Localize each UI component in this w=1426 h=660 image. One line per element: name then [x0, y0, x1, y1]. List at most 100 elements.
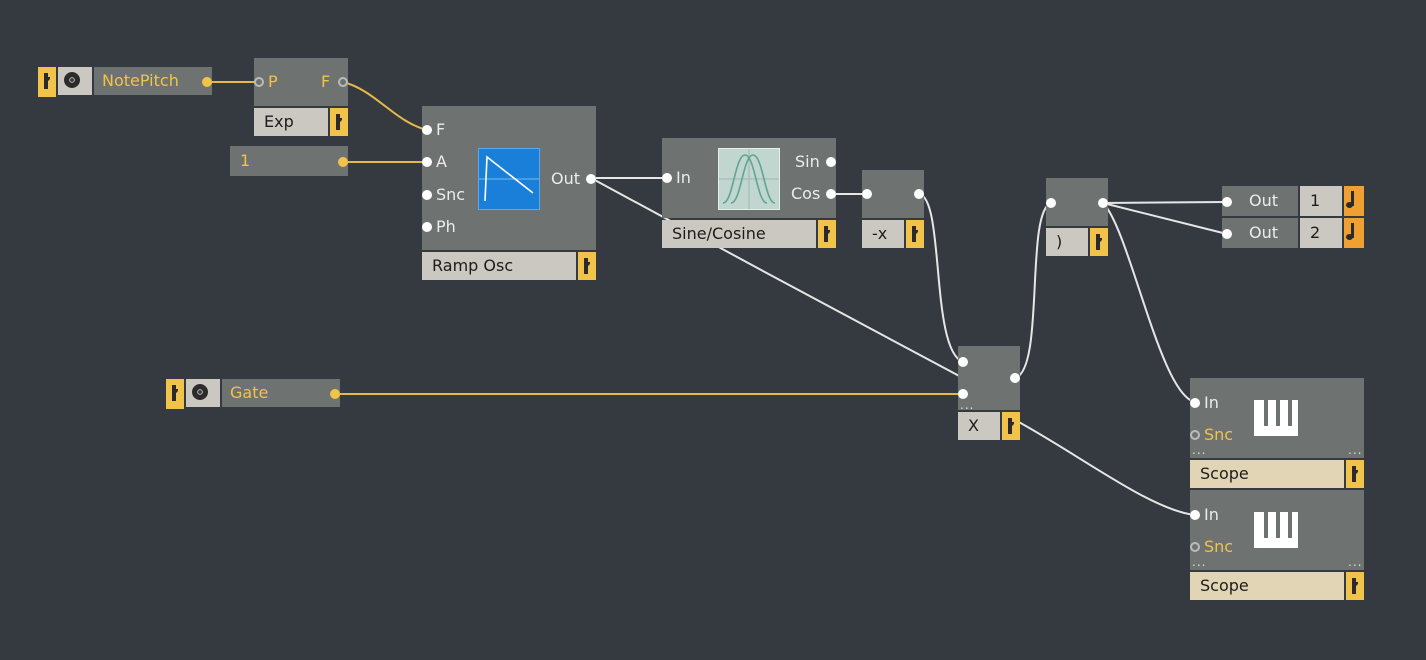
constant-out-port[interactable]	[338, 157, 348, 167]
wire-merge-out1	[1102, 201, 1228, 204]
out1-channel: 1	[1300, 186, 1342, 216]
scope1-more-indicator: ...	[1192, 443, 1207, 457]
multiply-body	[958, 346, 1020, 410]
ramp-osc-menu-button[interactable]	[578, 252, 596, 280]
sine-in-port[interactable]	[662, 173, 672, 183]
multiply-module[interactable]: ... X	[958, 346, 1020, 440]
scope1-name: Scope	[1190, 460, 1344, 488]
scope1-in-label: In	[1204, 393, 1219, 412]
negate-module[interactable]: -x	[862, 170, 924, 248]
ramp-f-label: F	[436, 120, 446, 139]
notepitch-label: NotePitch	[102, 71, 179, 90]
out1-in-port[interactable]	[1222, 197, 1232, 207]
ramp-snc-label: Snc	[436, 185, 466, 204]
constant-value: 1	[240, 151, 251, 170]
exp-f-port[interactable]	[338, 77, 348, 87]
multiply-menu-button[interactable]	[1002, 412, 1020, 440]
wire-merge-scope1	[1102, 202, 1196, 403]
notepitch-label-box: NotePitch	[94, 67, 212, 95]
scope2-menu-button[interactable]	[1346, 572, 1364, 600]
scope2-more-indicator-right: ...	[1348, 555, 1363, 569]
out2-label: Out	[1249, 223, 1279, 242]
scope1-icon	[1254, 400, 1298, 436]
audio-out-2[interactable]: Out 2	[1222, 218, 1364, 248]
exp-body	[254, 58, 348, 106]
constant-body: 1	[230, 146, 348, 176]
negate-menu-button[interactable]	[906, 220, 924, 248]
exp-p-port[interactable]	[254, 77, 264, 87]
sine-sin-port[interactable]	[826, 157, 836, 167]
exp-p-label: P	[268, 72, 278, 91]
ramp-osc-name: Ramp Osc	[422, 252, 576, 280]
sine-wave-icon	[718, 148, 780, 210]
multiply-name: X	[958, 412, 1000, 440]
scope1-body	[1190, 378, 1364, 458]
ramp-osc-module[interactable]: F A Snc Ph Out Ramp Osc	[422, 106, 596, 280]
scope2-snc-port[interactable]	[1190, 542, 1200, 552]
out2-in-port[interactable]	[1222, 229, 1232, 239]
sine-cosine-name: Sine/Cosine	[662, 220, 816, 248]
ramp-ph-port[interactable]	[422, 222, 432, 232]
midi-icon	[58, 67, 92, 95]
sine-in-label: In	[676, 168, 691, 187]
out2-note-icon[interactable]	[1344, 218, 1364, 248]
scope2-in-label: In	[1204, 505, 1219, 524]
notepitch-out-port[interactable]	[202, 77, 212, 87]
negate-body	[862, 170, 924, 218]
merge-menu-button[interactable]	[1090, 228, 1108, 256]
scope-module-2[interactable]: In Snc ... ... Scope	[1190, 490, 1364, 600]
out2-channel: 2	[1300, 218, 1342, 248]
ramp-out-label: Out	[551, 169, 581, 188]
multiply-out-port[interactable]	[1010, 373, 1020, 383]
sine-cosine-module[interactable]: In Sin Cos Sine/Cosine	[662, 138, 836, 248]
midi-in-gate[interactable]: Gate	[166, 379, 340, 409]
wire-exp-ramp-f	[342, 81, 428, 131]
merge-out-port[interactable]	[1098, 198, 1108, 208]
ramp-snc-port[interactable]	[422, 190, 432, 200]
multiply-in2-port[interactable]	[958, 389, 968, 399]
ramp-a-port[interactable]	[422, 157, 432, 167]
multiply-more-indicator: ...	[960, 398, 975, 412]
merge-body	[1046, 178, 1108, 226]
wire-merge-out2	[1102, 202, 1228, 235]
exp-name: Exp	[254, 108, 328, 136]
negate-name: -x	[862, 220, 904, 248]
constant-module[interactable]: 1	[230, 146, 348, 176]
ramp-wave-icon	[478, 148, 540, 210]
gate-midi-icon	[186, 379, 220, 407]
merge-module[interactable]: )	[1046, 178, 1108, 256]
negate-in-port[interactable]	[862, 189, 872, 199]
module-menu-button[interactable]	[38, 67, 56, 97]
scope1-snc-port[interactable]	[1190, 430, 1200, 440]
ramp-a-label: A	[436, 152, 447, 171]
gate-out-port[interactable]	[330, 389, 340, 399]
out1-note-icon[interactable]	[1344, 186, 1364, 216]
scope1-in-port[interactable]	[1190, 398, 1200, 408]
sine-sin-label: Sin	[795, 152, 820, 171]
exp-menu-button[interactable]	[330, 108, 348, 136]
negate-out-port[interactable]	[914, 189, 924, 199]
out1-body: Out	[1222, 186, 1298, 216]
sine-cos-port[interactable]	[826, 189, 836, 199]
midi-in-notepitch[interactable]: NotePitch	[38, 67, 212, 97]
scope2-more-indicator: ...	[1192, 555, 1207, 569]
merge-name: )	[1046, 228, 1088, 256]
scope1-menu-button[interactable]	[1346, 460, 1364, 488]
scope-module-1[interactable]: In Snc ... ... Scope	[1190, 378, 1364, 488]
scope2-icon	[1254, 512, 1298, 548]
ramp-ph-label: Ph	[436, 217, 456, 236]
gate-menu-button[interactable]	[166, 379, 184, 409]
ramp-f-port[interactable]	[422, 125, 432, 135]
sine-cos-label: Cos	[791, 184, 821, 203]
sine-cosine-menu-button[interactable]	[818, 220, 836, 248]
audio-out-1[interactable]: Out 1	[1222, 186, 1364, 216]
exp-f-label: F	[321, 72, 331, 91]
scope2-body	[1190, 490, 1364, 570]
scope1-more-indicator-right: ...	[1348, 443, 1363, 457]
ramp-out-port[interactable]	[586, 174, 596, 184]
exp-module[interactable]: P F Exp	[254, 58, 348, 136]
merge-in-port[interactable]	[1046, 198, 1056, 208]
multiply-in1-port[interactable]	[958, 357, 968, 367]
gate-label-box: Gate	[222, 379, 340, 407]
scope2-in-port[interactable]	[1190, 510, 1200, 520]
